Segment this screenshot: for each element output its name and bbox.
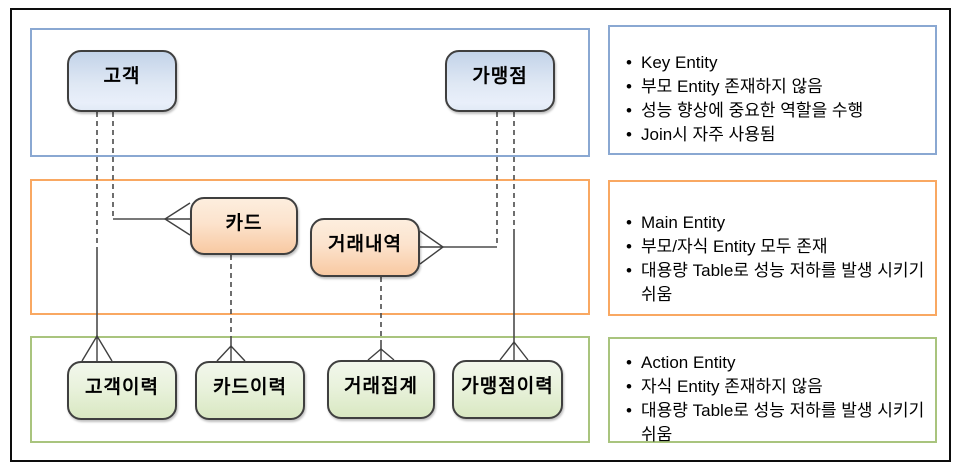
bullet-icon: • <box>626 213 632 232</box>
note-text: Action Entity <box>641 353 736 372</box>
entity-customer: 고객 <box>67 50 177 112</box>
entity-merchant: 가맹점 <box>445 50 555 112</box>
entity-transaction-summary: 거래집계 <box>327 360 435 419</box>
bullet-icon: • <box>626 125 632 144</box>
crow-foot-merchant-history <box>499 340 529 361</box>
note-text: 대용량 Table로 성능 저하를 발생 시키기 쉬움 <box>641 261 925 304</box>
entity-transaction-detail-label: 거래내역 <box>328 234 402 255</box>
crow-foot-transaction-detail <box>419 230 445 265</box>
note-line: • 부모/자식 Entity 모두 존재 <box>626 235 927 259</box>
note-text: Main Entity <box>641 213 726 232</box>
note-text: Key Entity <box>641 53 718 72</box>
bullet-icon: • <box>626 53 632 72</box>
crow-foot-card-history <box>216 344 246 362</box>
outer-border <box>10 8 951 462</box>
note-text: 성능 향상에 중요한 역할을 수행 <box>641 101 864 120</box>
bullet-icon: • <box>626 353 632 372</box>
crow-foot-card <box>163 202 191 236</box>
entity-customer-history-label: 고객이력 <box>85 377 159 398</box>
note-text: 대용량 Table로 성능 저하를 발생 시키기 쉬움 <box>641 401 925 444</box>
note-line: • 자식 Entity 존재하지 않음 <box>626 375 927 399</box>
entity-merchant-history: 가맹점이력 <box>452 360 563 419</box>
note-line: • 부모 Entity 존재하지 않음 <box>626 75 927 99</box>
note-line: • 대용량 Table로 성능 저하를 발생 시키기 쉬움 <box>626 259 927 307</box>
bullet-icon: • <box>626 77 632 96</box>
bullet-icon: • <box>626 261 632 280</box>
entity-merchant-history-label: 가맹점이력 <box>461 376 554 397</box>
entity-card-label: 카드 <box>225 213 263 234</box>
bullet-icon: • <box>626 401 632 420</box>
note-text: 자식 Entity 존재하지 않음 <box>641 377 823 396</box>
note-line: • Key Entity <box>626 51 927 75</box>
entity-merchant-label: 가맹점 <box>472 66 528 87</box>
main-entity-band <box>30 179 590 315</box>
bullet-icon: • <box>626 237 632 256</box>
entity-customer-history: 고객이력 <box>67 361 177 420</box>
note-line: • Action Entity <box>626 351 927 375</box>
action-entity-note: • Action Entity • 자식 Entity 존재하지 않음 • 대용량 T… <box>608 337 937 444</box>
note-text: 부모 Entity 존재하지 않음 <box>641 77 823 96</box>
entity-transaction-summary-label: 거래집계 <box>344 376 418 397</box>
note-line: • 성능 향상에 중요한 역할을 수행 <box>626 99 927 123</box>
entity-card: 카드 <box>190 197 298 255</box>
bullet-icon: • <box>626 377 632 396</box>
crow-foot-transaction-summary <box>367 348 395 361</box>
crow-foot-customer-history <box>81 334 113 362</box>
action-entity-band <box>30 336 590 443</box>
main-entity-note: • Main Entity • 부모/자식 Entity 모두 존재 • 대용량 Ta… <box>608 180 937 316</box>
entity-customer-label: 고객 <box>103 66 141 87</box>
note-text: 부모/자식 Entity 모두 존재 <box>641 237 828 256</box>
entity-transaction-detail: 거래내역 <box>310 218 420 277</box>
note-line: • Join시 자주 사용됨 <box>626 123 927 147</box>
note-line: • 대용량 Table로 성능 저하를 발생 시키기 쉬움 <box>626 399 927 447</box>
entity-card-history: 카드이력 <box>195 361 305 420</box>
bullet-icon: • <box>626 101 632 120</box>
note-text: Join시 자주 사용됨 <box>641 125 776 144</box>
key-entity-band <box>30 28 590 157</box>
entity-card-history-label: 카드이력 <box>213 377 287 398</box>
note-line: • Main Entity <box>626 211 927 235</box>
key-entity-note: • Key Entity • 부모 Entity 존재하지 않음 • 성능 향상에 중… <box>608 25 937 155</box>
